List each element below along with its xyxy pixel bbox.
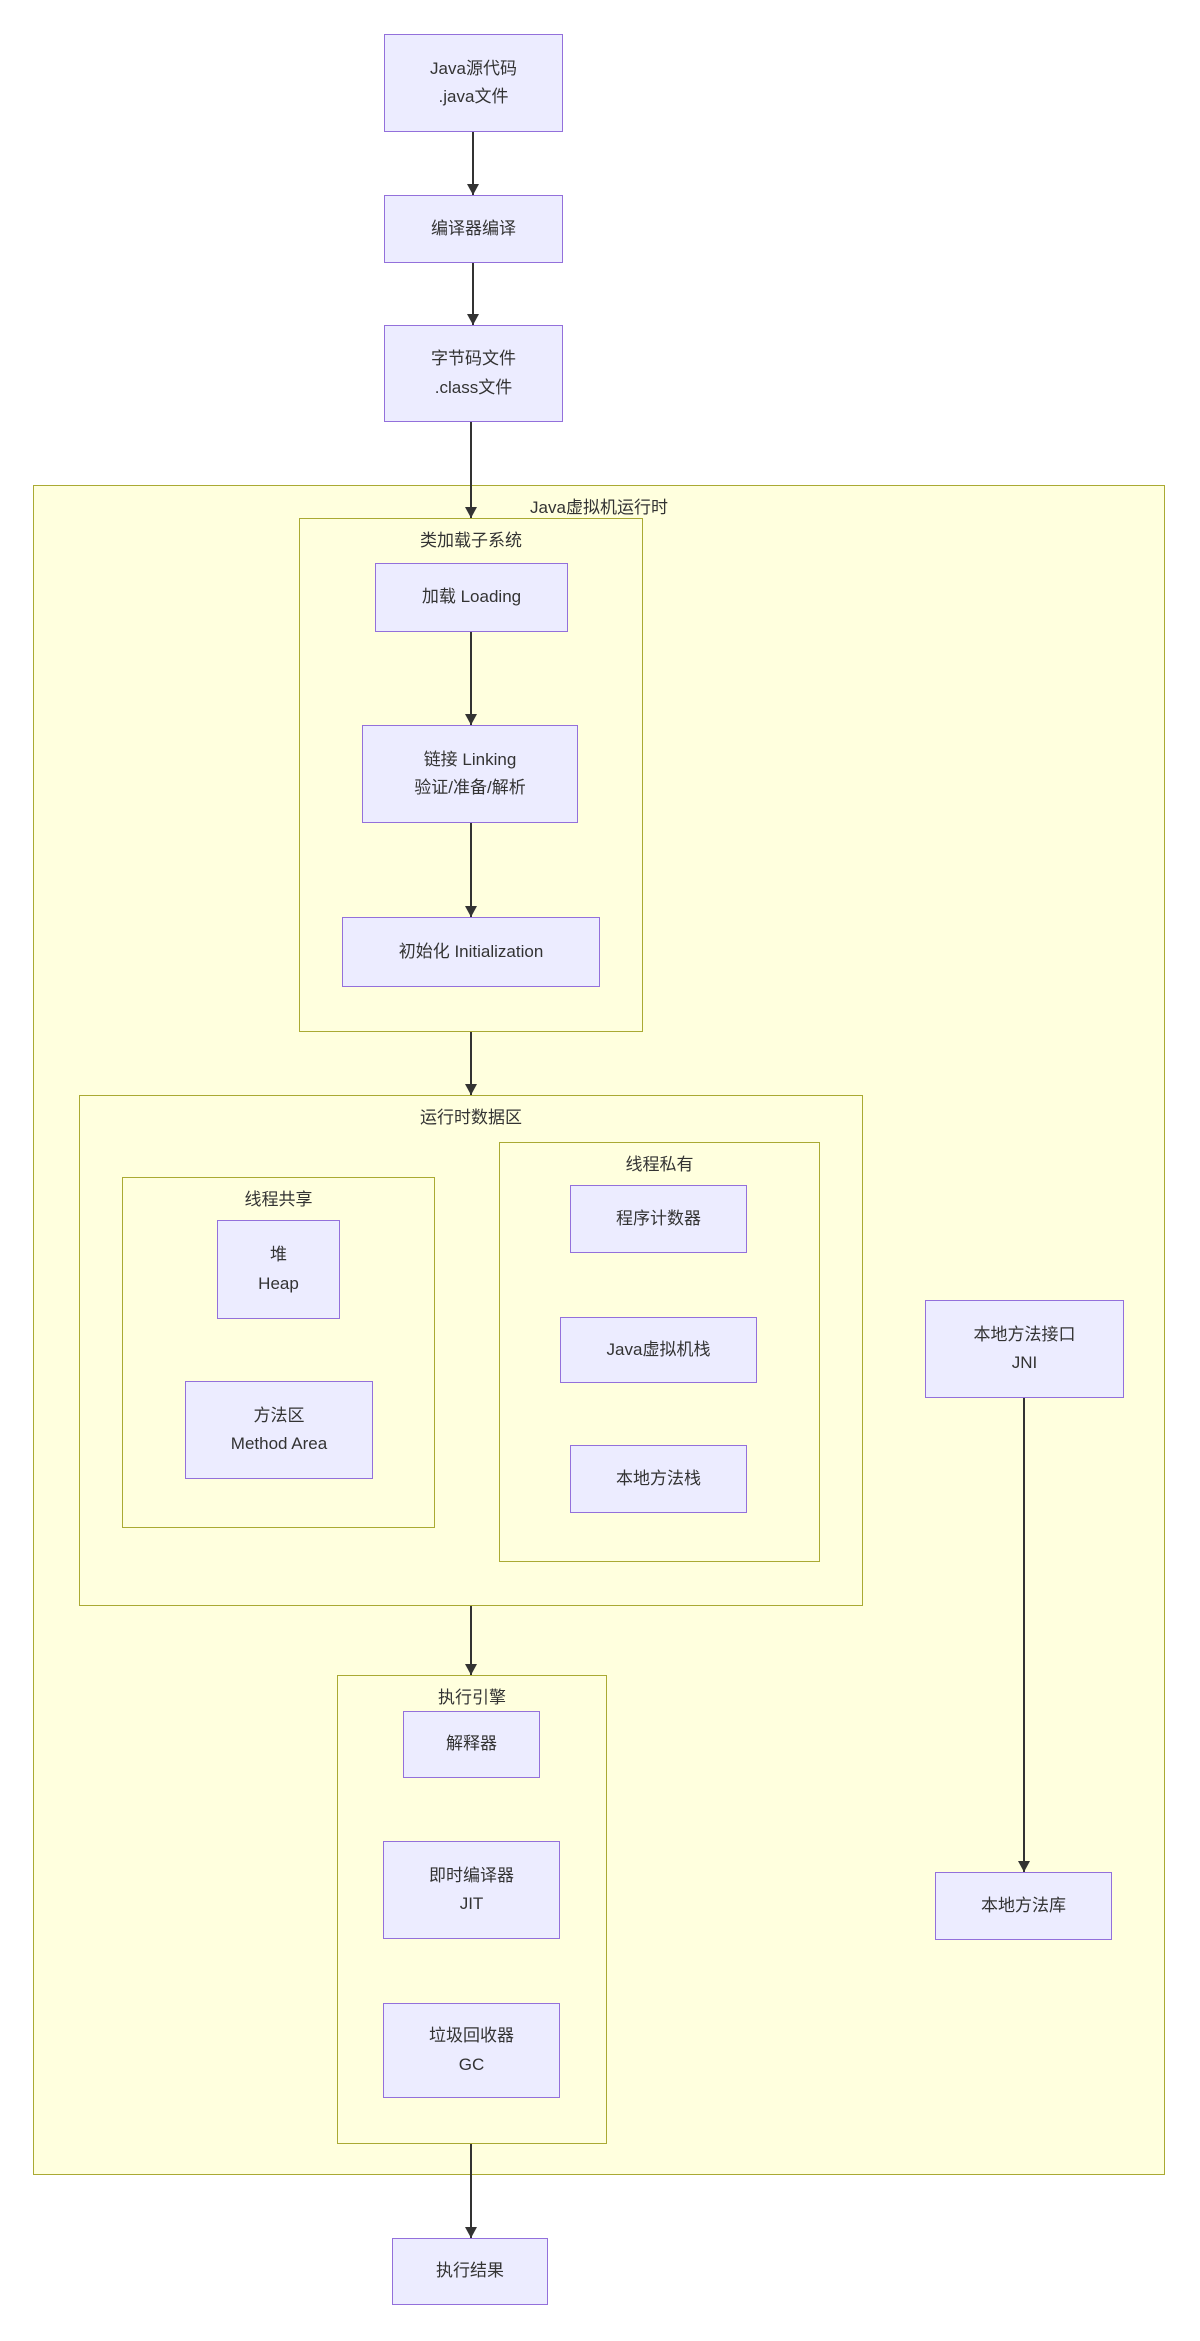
node-program-counter: 程序计数器	[570, 1185, 747, 1253]
node-native-method-library-line1: 本地方法库	[981, 1895, 1066, 1915]
node-method-area: 方法区 Method Area	[185, 1381, 373, 1479]
container-thread-shared-label: 线程共享	[244, 1190, 313, 1209]
arrowhead-icon	[465, 1664, 477, 1675]
node-heap: 堆 Heap	[217, 1220, 340, 1319]
node-method-area-line2: Method Area	[230, 1434, 328, 1453]
node-native-method-stack: 本地方法栈	[570, 1445, 747, 1513]
node-heap-line2: Heap	[258, 1273, 299, 1293]
arrowhead-icon	[465, 1084, 477, 1095]
container-class-loader-label: 类加载子系统	[420, 531, 522, 550]
arrowhead-icon	[465, 714, 477, 725]
node-jvm-stack-line1: Java虚拟机栈	[606, 1339, 711, 1359]
node-method-area-line1: 方法区	[253, 1405, 305, 1425]
node-jvm-stack: Java虚拟机栈	[560, 1317, 757, 1383]
arrowhead-icon	[1018, 1861, 1030, 1872]
node-interpreter-line1: 解释器	[446, 1734, 497, 1754]
node-native-method-stack-line1: 本地方法栈	[616, 1468, 701, 1488]
container-execution-engine-label: 执行引擎	[438, 1688, 506, 1707]
node-jni-line1: 本地方法接口	[973, 1324, 1076, 1344]
node-jit-compiler: 即时编译器 JIT	[383, 1841, 560, 1939]
container-thread-private-label: 线程私有	[625, 1155, 694, 1174]
arrow-class-loader-to-runtime-data	[465, 1032, 477, 1095]
node-garbage-collector: 垃圾回收器 GC	[383, 2003, 560, 2098]
node-bytecode-line2: .class文件	[434, 377, 513, 397]
node-gc-line2: GC	[458, 2054, 485, 2074]
node-compiler-line1: 编译器编译	[431, 218, 516, 238]
node-jit-line1: 即时编译器	[429, 1865, 514, 1885]
arrowhead-icon	[465, 507, 477, 518]
node-jni-interface: 本地方法接口 JNI	[925, 1300, 1124, 1398]
node-initialization: 初始化 Initialization	[342, 917, 600, 987]
node-native-method-library: 本地方法库	[935, 1872, 1112, 1940]
node-jit-line2: JIT	[459, 1894, 484, 1913]
node-compiler: 编译器编译	[384, 195, 563, 263]
node-gc-line1: 垃圾回收器	[429, 2026, 514, 2046]
node-linking-line1: 链接 Linking	[423, 749, 517, 769]
node-bytecode-line1: 字节码文件	[431, 349, 516, 369]
arrowhead-icon	[467, 184, 479, 195]
node-java-source-line2: .java文件	[438, 87, 509, 106]
node-initialization-line1: 初始化 Initialization	[398, 941, 544, 961]
node-heap-line1: 堆	[270, 1245, 287, 1265]
arrowhead-icon	[465, 2227, 477, 2238]
arrowhead-icon	[467, 314, 479, 325]
node-bytecode-file: 字节码文件 .class文件	[384, 325, 563, 422]
arrow-bytecode-to-class-loader	[465, 422, 477, 518]
container-jvm-runtime-label: Java虚拟机运行时	[530, 498, 668, 517]
arrow-execution-engine-to-result	[465, 2144, 477, 2238]
node-program-counter-line1: 程序计数器	[616, 1208, 701, 1228]
arrow-loading-to-linking	[465, 632, 477, 725]
arrow-source-to-compiler	[467, 132, 479, 195]
arrowhead-icon	[465, 906, 477, 917]
node-jni-line2: JNI	[1011, 1353, 1038, 1372]
arrow-jni-to-native-library	[1018, 1398, 1030, 1872]
node-interpreter: 解释器	[403, 1711, 540, 1778]
node-java-source-line1: Java源代码	[430, 58, 517, 78]
node-loading-line1: 加载 Loading	[421, 587, 522, 607]
arrow-runtime-data-to-execution-engine	[465, 1606, 477, 1675]
container-runtime-data-label: 运行时数据区	[420, 1108, 522, 1127]
node-execution-result: 执行结果	[392, 2238, 548, 2305]
arrow-linking-to-initialization	[465, 823, 477, 917]
arrow-compiler-to-bytecode	[467, 263, 479, 325]
node-linking-line2: 验证/准备/解析	[414, 778, 526, 797]
node-java-source: Java源代码 .java文件	[384, 34, 563, 132]
node-linking: 链接 Linking 验证/准备/解析	[362, 725, 578, 823]
node-execution-result-line1: 执行结果	[436, 2261, 504, 2281]
node-loading: 加载 Loading	[375, 563, 568, 632]
